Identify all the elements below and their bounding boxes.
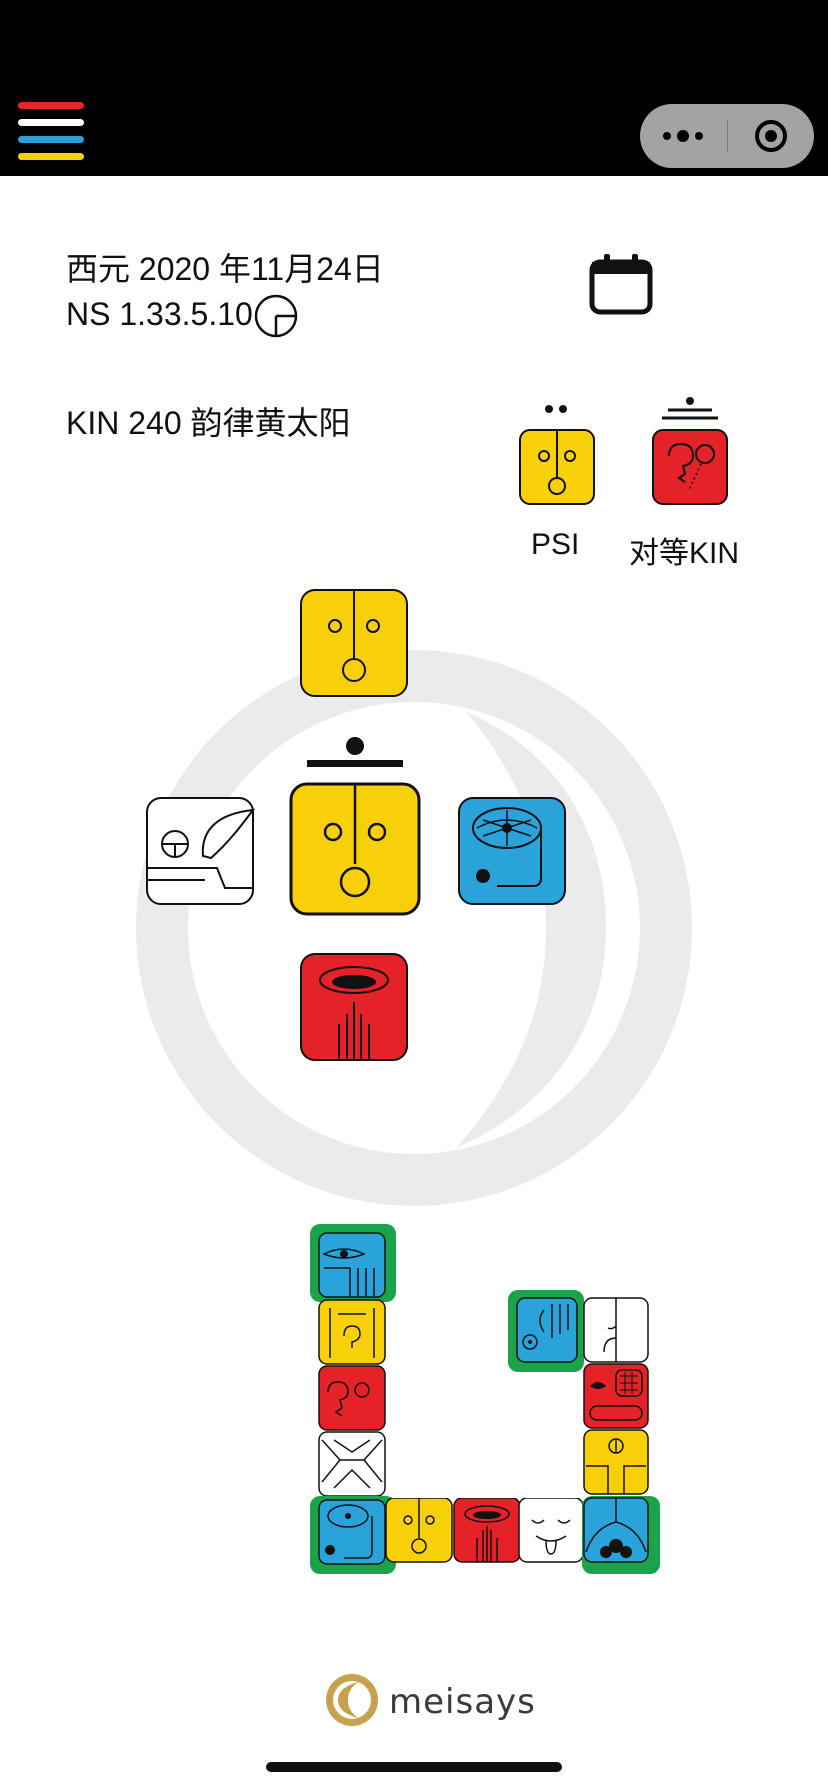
gregorian-date: 西元 2020 年11月24日 — [66, 251, 384, 287]
menu-line-yellow — [18, 153, 84, 160]
menu-line-red — [18, 102, 84, 109]
calendar-icon[interactable] — [588, 252, 654, 318]
wavespell-eagle-glyph[interactable] — [318, 1232, 386, 1298]
guide-sun-glyph[interactable] — [299, 588, 409, 698]
wavespell-right-column — [508, 1290, 660, 1574]
psi-sun-glyph[interactable] — [516, 400, 598, 508]
mini-program-capsule — [640, 104, 814, 168]
wavespell-mirror-glyph[interactable] — [318, 1431, 386, 1497]
wavespell-human-glyph[interactable] — [318, 1299, 386, 1365]
meisays-logo-icon — [326, 1674, 378, 1726]
wavespell-left-column — [310, 1224, 396, 1574]
home-indicator — [266, 1762, 562, 1772]
capsule-divider — [727, 120, 728, 152]
wavespell-hand-glyph[interactable] — [516, 1297, 578, 1363]
kin-title: KIN 240 韵律黄太阳 — [66, 405, 351, 441]
target-icon — [755, 120, 787, 152]
moon-phase-icon — [254, 294, 298, 338]
menu-button[interactable] — [18, 102, 90, 172]
equal-kin-glyph[interactable] — [649, 396, 731, 508]
menu-line-white — [18, 119, 84, 126]
wavespell-seed-glyph[interactable] — [583, 1429, 649, 1495]
occult-moon-glyph[interactable] — [299, 952, 409, 1062]
equal-kin-label: 对等KIN — [629, 537, 740, 570]
background-ring-watermark — [136, 650, 692, 1206]
wavespell-dog-glyph[interactable] — [518, 1498, 584, 1564]
analog-wind-glyph[interactable] — [145, 796, 255, 906]
wavespell-earth-glyph[interactable] — [318, 1365, 386, 1431]
brand-name: meisays — [389, 1682, 536, 1722]
wavespell-bottom-row — [385, 1498, 521, 1563]
close-button[interactable] — [728, 104, 814, 168]
more-button[interactable] — [640, 104, 726, 168]
psi-label: PSI — [531, 528, 580, 561]
more-icon — [663, 130, 703, 142]
antipode-storm-glyph[interactable] — [457, 796, 567, 906]
menu-line-blue — [18, 136, 84, 143]
ns-date: NS 1.33.5.10 — [66, 296, 253, 332]
destiny-sun-glyph[interactable] — [288, 736, 422, 918]
